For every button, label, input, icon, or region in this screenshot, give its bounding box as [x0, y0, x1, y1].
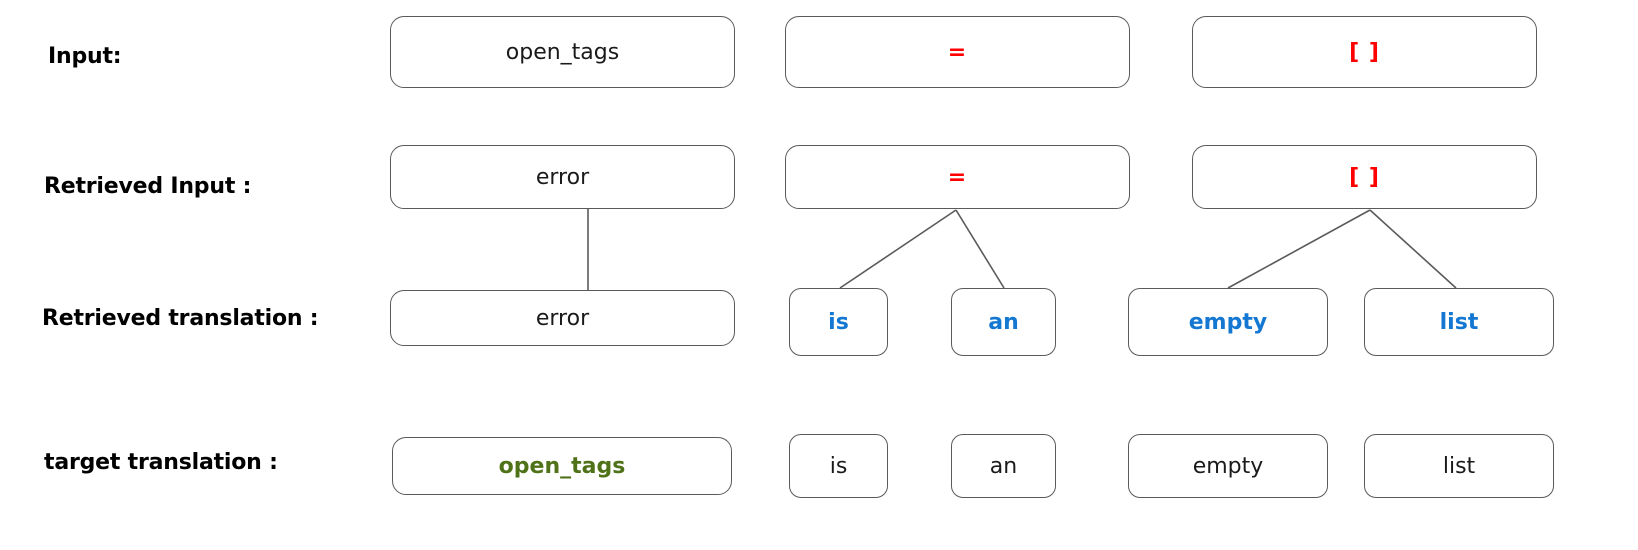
- token-text: list: [1442, 453, 1476, 479]
- retrieved-translation-token-list[interactable]: list: [1364, 288, 1554, 356]
- token-text: empty: [1188, 309, 1268, 335]
- token-text: is: [829, 453, 848, 479]
- token-text: an: [988, 309, 1019, 335]
- input-token-open-tags[interactable]: open_tags: [390, 16, 735, 88]
- retrieved-translation-token-error[interactable]: error: [390, 290, 735, 346]
- token-text: is: [828, 309, 849, 335]
- token-text: =: [947, 39, 968, 65]
- target-translation-token-open-tags[interactable]: open_tags: [392, 437, 732, 495]
- retrieved-translation-token-is[interactable]: is: [789, 288, 888, 356]
- edge-[ ]-to-list: [1369, 209, 1457, 289]
- row-label-retrieved-input: Retrieved Input :: [44, 174, 252, 199]
- row-label-input: Input:: [48, 44, 122, 69]
- token-text: error: [535, 164, 590, 190]
- token-text: list: [1439, 309, 1479, 335]
- retrieved-translation-token-empty[interactable]: empty: [1128, 288, 1328, 356]
- row-label-target-translation: target translation :: [44, 450, 278, 475]
- token-text: open_tags: [498, 453, 626, 479]
- input-token-equals[interactable]: =: [785, 16, 1130, 88]
- token-text: [ ]: [1349, 164, 1380, 190]
- edge-=-to-an: [955, 209, 1005, 289]
- retrieved-input-token-empty-brackets[interactable]: [ ]: [1192, 145, 1537, 209]
- input-token-empty-brackets[interactable]: [ ]: [1192, 16, 1537, 88]
- target-translation-token-an[interactable]: an: [951, 434, 1056, 498]
- retrieved-input-token-equals[interactable]: =: [785, 145, 1130, 209]
- token-text: =: [947, 164, 968, 190]
- retrieved-input-token-error[interactable]: error: [390, 145, 735, 209]
- edge-=-to-is: [839, 209, 957, 289]
- token-text: open_tags: [505, 39, 620, 65]
- target-translation-token-is[interactable]: is: [789, 434, 888, 498]
- retrieved-translation-token-an[interactable]: an: [951, 288, 1056, 356]
- edge-[ ]-to-empty: [1227, 209, 1371, 289]
- token-text: error: [535, 305, 590, 331]
- target-translation-token-empty[interactable]: empty: [1128, 434, 1328, 498]
- target-translation-token-list[interactable]: list: [1364, 434, 1554, 498]
- token-text: [ ]: [1349, 39, 1380, 65]
- token-text: empty: [1192, 453, 1264, 479]
- row-label-retrieved-translation: Retrieved translation :: [42, 306, 319, 331]
- token-text: an: [989, 453, 1018, 479]
